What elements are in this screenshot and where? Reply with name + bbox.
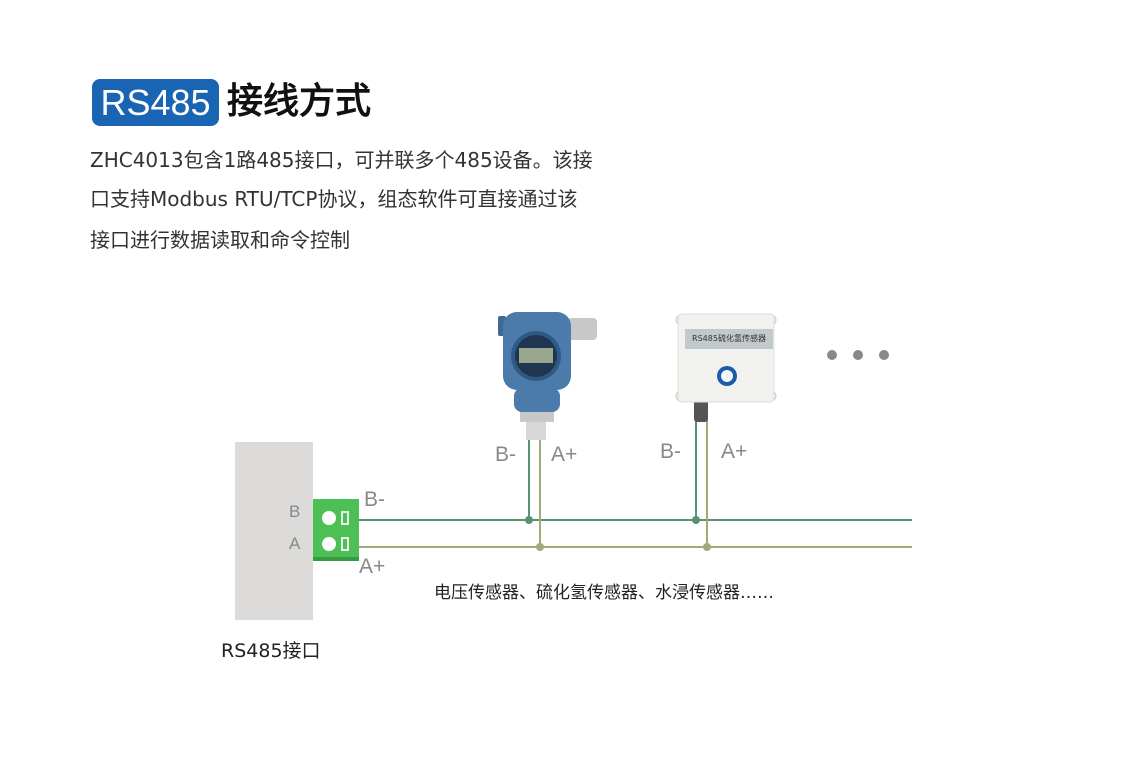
more-dot	[879, 350, 889, 360]
page-title: 接线方式	[227, 81, 372, 122]
device2-b-label: B-	[660, 440, 681, 463]
more-dot	[827, 350, 837, 360]
bus-a-label: A+	[359, 555, 386, 578]
rs485-interface-box	[235, 442, 313, 620]
device2-a-label: A+	[721, 440, 748, 463]
more-dot	[853, 350, 863, 360]
rs485-port-label: RS485接口	[221, 640, 321, 662]
device1-b-label: B-	[495, 443, 516, 466]
h2s-sensor-icon	[675, 313, 777, 422]
description-line-1: ZHC4013包含1路485接口，可并联多个485设备。该接	[90, 148, 593, 172]
rs485-badge: RS485	[92, 79, 219, 126]
pin-b-label: B	[289, 502, 301, 521]
device1-a-label: A+	[551, 443, 578, 466]
junction-b-1	[525, 516, 533, 524]
sensor-panel-text: RS485硫化氢传感器	[692, 334, 766, 343]
pin-a-label: A	[289, 534, 301, 553]
sensor-caption: 电压传感器、硫化氢传感器、水浸传感器……	[434, 583, 774, 603]
pressure-transmitter-icon	[498, 312, 597, 440]
junction-a-1	[536, 543, 544, 551]
bus-b-label: B-	[364, 488, 385, 511]
junction-a-2	[703, 543, 711, 551]
description-line-2: 口支持Modbus RTU/TCP协议，组态软件可直接通过该	[90, 187, 578, 211]
terminal-connector	[313, 499, 359, 561]
description-line-3: 接口进行数据读取和命令控制	[90, 228, 350, 252]
junction-b-2	[692, 516, 700, 524]
